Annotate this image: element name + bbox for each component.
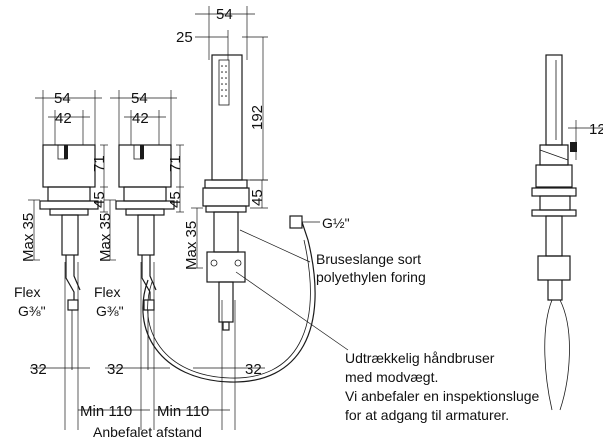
dim-shower-bottom: 32 — [245, 361, 262, 378]
dimension-labels: 54 42 71 45 Max 35 32 54 42 71 45 Max 35… — [20, 6, 603, 420]
dim-mixer-left-max: Max 35 — [20, 213, 37, 262]
dim-mixer-left-base: 45 — [91, 191, 108, 208]
leader-lines — [235, 229, 349, 351]
mixer-middle — [104, 90, 230, 430]
flex-label-middle: Flex — [94, 284, 120, 300]
hose-note-line1: Bruseslange sort — [316, 251, 421, 267]
dim-mixer-middle-width: 54 — [131, 90, 148, 107]
dim-mixer-left-bottom: 32 — [30, 361, 47, 378]
dim-mixer-middle-max: Max 35 — [97, 213, 114, 262]
flex-thread-middle: G⅜" — [96, 303, 124, 319]
dim-mixer-middle-inner: 42 — [132, 110, 149, 127]
dim-shower-base: 45 — [249, 189, 266, 206]
dim-mixer-middle-base: 45 — [167, 191, 184, 208]
recommended-distance-label: Anbefalet afstand — [93, 424, 202, 440]
dim-mixer-middle-height: 71 — [167, 155, 184, 172]
dim-shower-offset: 25 — [176, 29, 193, 46]
mixer-left — [28, 90, 150, 430]
pullout-note-line3: Vi anbefaler en inspektionsluge — [345, 388, 540, 404]
flex-thread-left: G⅜" — [18, 303, 46, 319]
dim-mixer-middle-bottom: 32 — [107, 361, 124, 378]
pullout-note-line2: med modvægt. — [345, 369, 438, 385]
dim-min-spacing-1: Min 110 — [80, 403, 132, 420]
dim-mixer-left-inner: 42 — [55, 110, 72, 127]
hand-shower — [142, 6, 320, 430]
dim-min-spacing-2: Min 110 — [157, 403, 209, 420]
dim-shower-max: Max 35 — [183, 221, 200, 270]
hose-thread-label: G½" — [322, 215, 350, 231]
annotations: Flex G⅜" Flex G⅜" G½" Bruseslange sort p… — [14, 215, 540, 440]
pullout-note-line4: for at adgang til armaturer. — [345, 407, 509, 423]
dim-side-offset: 12 — [589, 121, 603, 138]
side-view — [531, 54, 603, 411]
pullout-note-line1: Udtrækkelig håndbruser — [345, 350, 495, 366]
dim-mixer-left-width: 54 — [54, 90, 71, 107]
dim-shower-height: 192 — [249, 105, 266, 130]
hose-note-line2: polyethylen foring — [316, 269, 426, 285]
dim-shower-width: 54 — [216, 6, 233, 23]
dim-mixer-left-height: 71 — [91, 155, 108, 172]
flex-label-left: Flex — [14, 284, 40, 300]
